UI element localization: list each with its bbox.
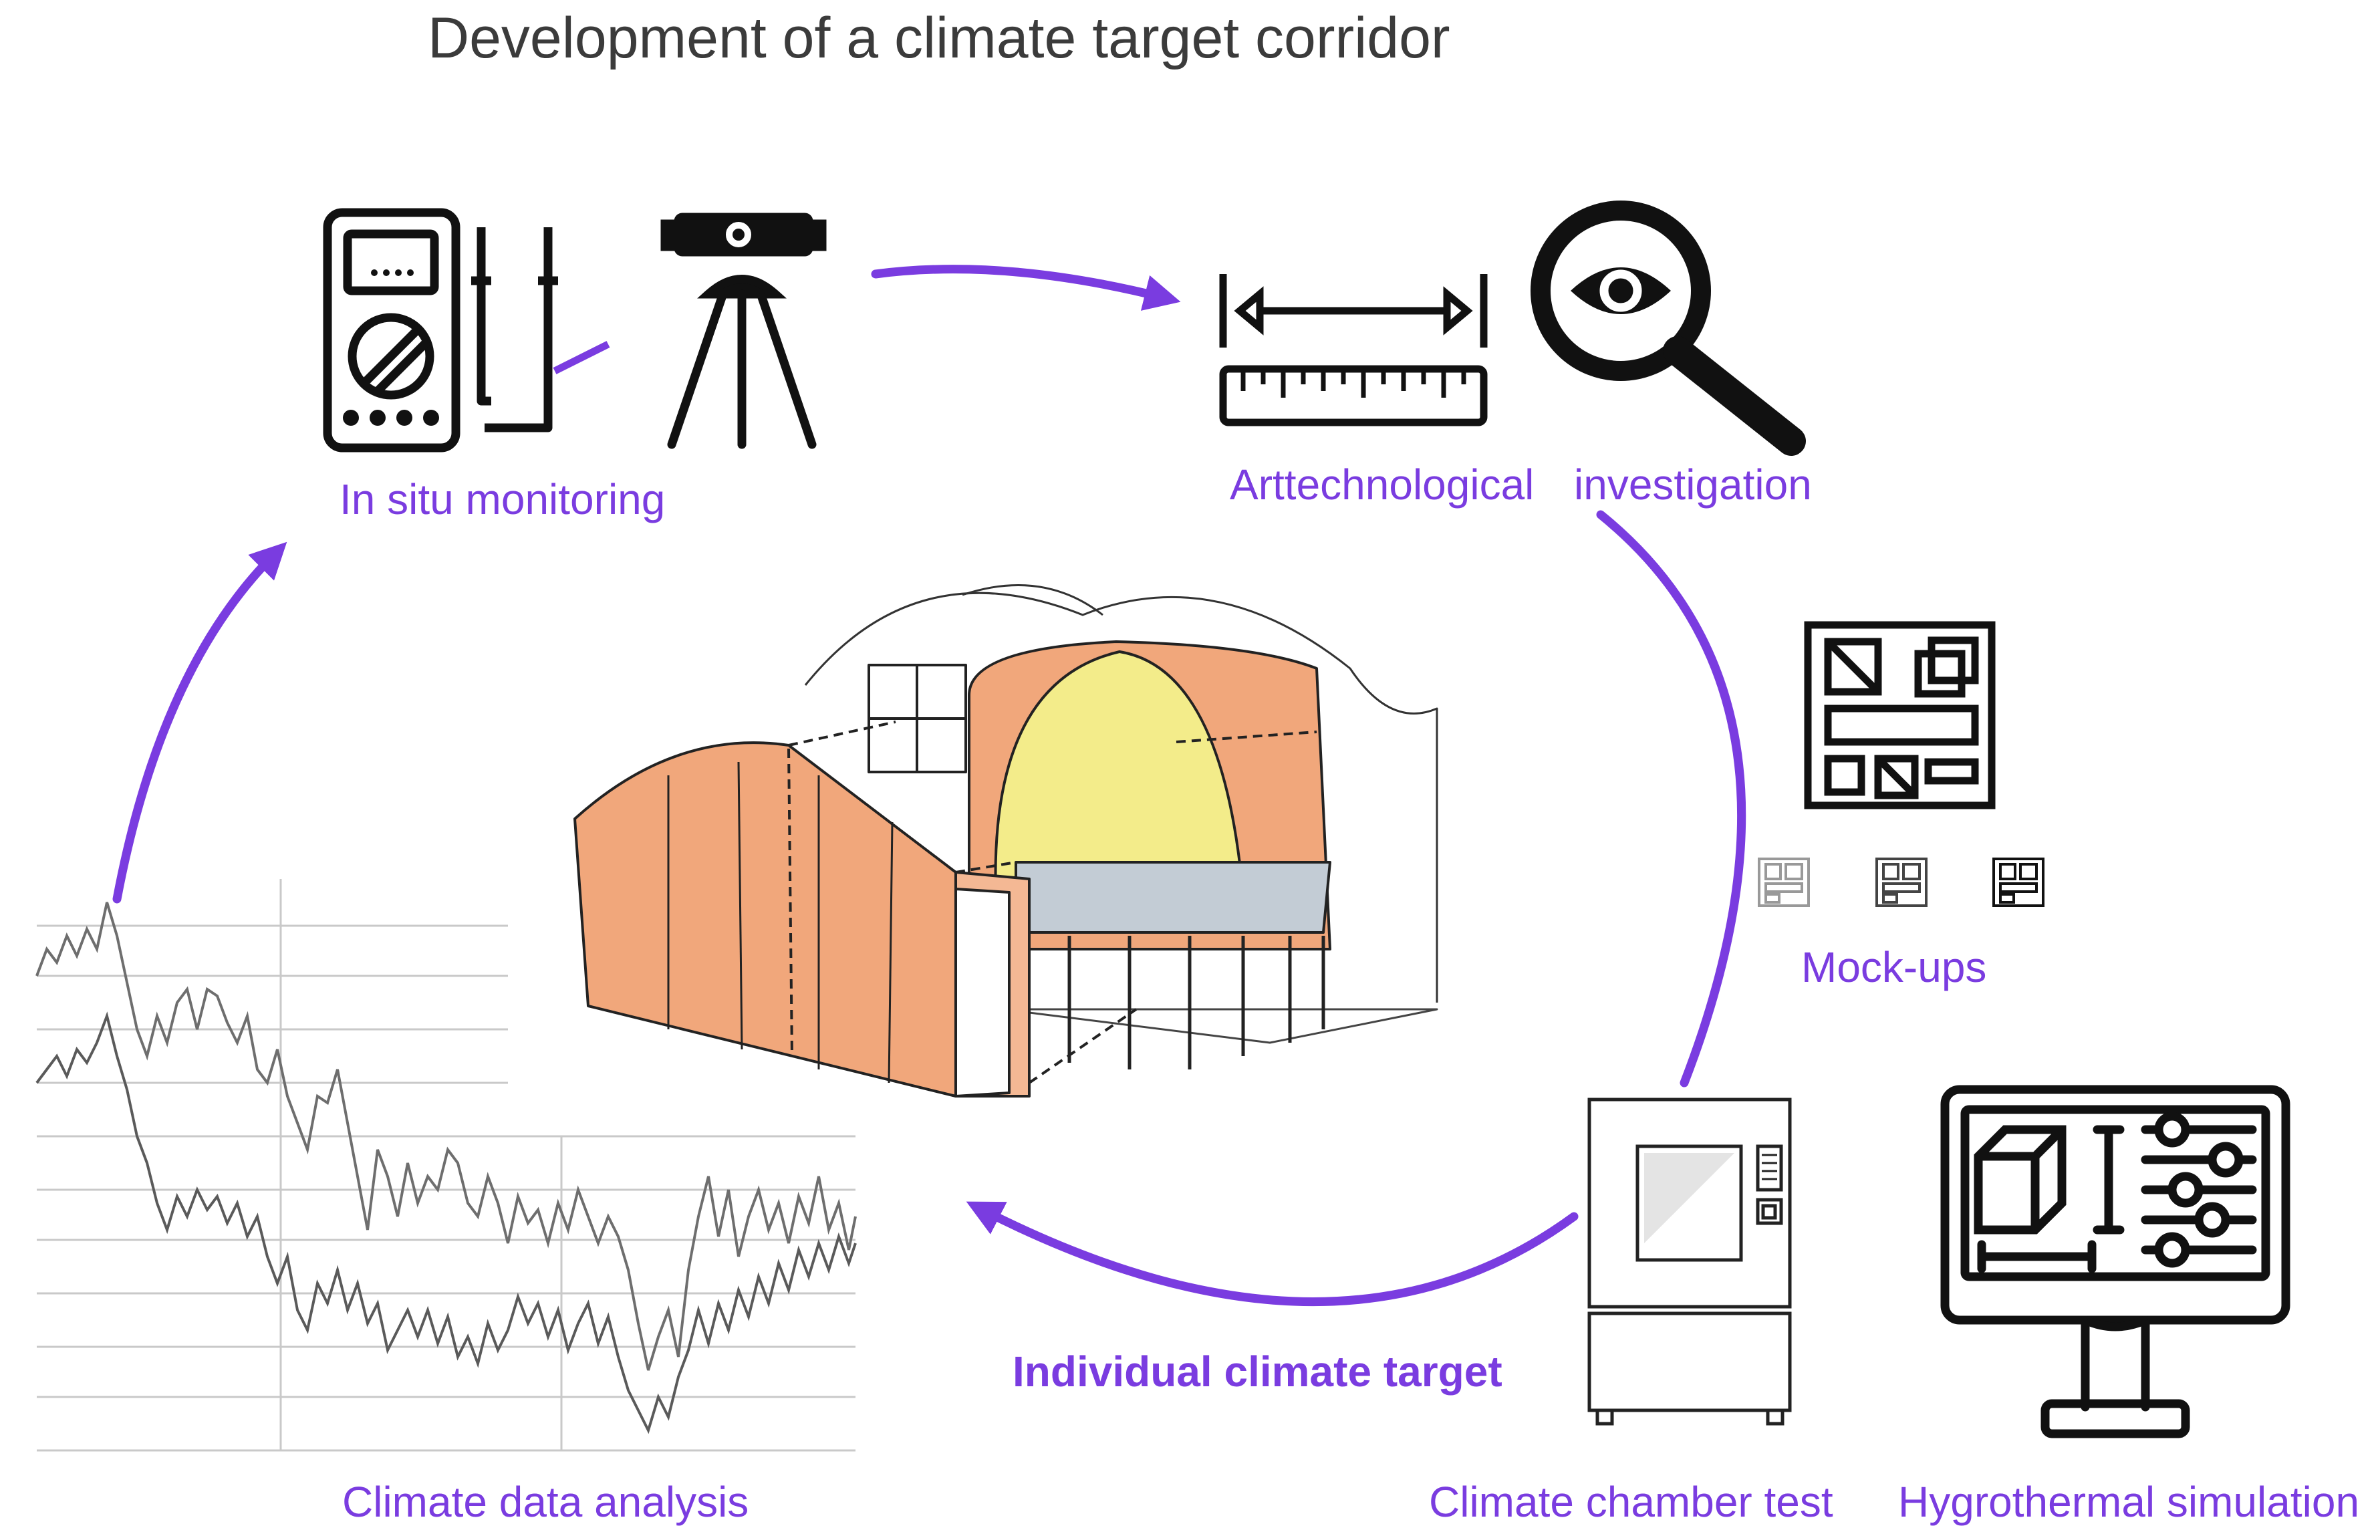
simulation-monitor-icon [1940, 1085, 2290, 1438]
label-mock-ups: Mock-ups [1801, 943, 1987, 991]
cycle-arrows [112, 265, 1746, 1306]
climate-data-graph [35, 879, 857, 1452]
arrow-data-to-monitoring [112, 541, 287, 904]
arrow-monitoring-to-investigation [871, 265, 1181, 311]
arrow-chamber-to-target [966, 1201, 1579, 1306]
diagram-title: Development of a climate target corridor [428, 6, 1450, 70]
label-individual-climate-target: Individual climate target [1013, 1348, 1502, 1396]
front-wall [573, 741, 957, 1098]
label-climate-chamber-test: Climate chamber test [1429, 1478, 1833, 1526]
altarpiece [994, 650, 1244, 897]
arrow-investigation-to-mockups [1596, 510, 1746, 1087]
label-investigation: investigation [1574, 461, 1812, 509]
ruler-measure-icon [1219, 274, 1488, 426]
label-in-situ-monitoring: In situ monitoring [340, 475, 666, 523]
climate-chamber-icon [1587, 1098, 1792, 1426]
graph-line-lower [35, 1011, 857, 1434]
label-climate-data-analysis: Climate data analysis [342, 1478, 749, 1526]
door [954, 888, 1011, 1098]
platform [1015, 861, 1331, 934]
label-hygrothermal-simulation: Hygrothermal simulation [1898, 1478, 2360, 1526]
mockup-small-icons [1758, 858, 2044, 907]
vault-outline [804, 592, 1438, 1003]
label-arttechnological: Arttechnological [1230, 461, 1535, 509]
enclosure-sketch [573, 584, 1438, 1098]
graph-line-upper [35, 902, 857, 1371]
multimeter-icon [323, 208, 558, 453]
magnifier-eye-icon [1531, 201, 1806, 456]
mockup-panel-icon [1804, 621, 1996, 809]
tripod-level-icon [660, 213, 827, 449]
